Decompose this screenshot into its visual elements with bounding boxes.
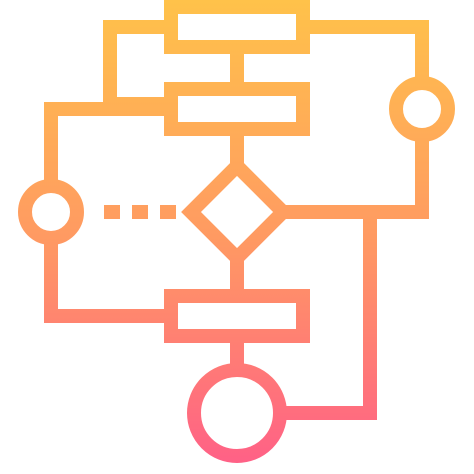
terminal-circle-bottom: [187, 363, 287, 463]
connector-line: [283, 135, 429, 219]
connector-line: [44, 102, 171, 186]
dash-segment: [160, 205, 176, 219]
dash-segment: [132, 205, 148, 219]
process-box-top: [164, 0, 310, 54]
connector-line: [280, 212, 377, 420]
connector-circle-left: [18, 179, 84, 245]
connector-circle-right: [389, 76, 455, 142]
dashed-connector: [104, 205, 176, 219]
connector-line: [303, 20, 429, 83]
decision-diamond: [181, 156, 293, 268]
process-box-bottom: [164, 289, 310, 343]
dash-segment: [104, 205, 120, 219]
process-box-second: [164, 82, 310, 136]
connector-line: [103, 20, 171, 111]
connector-line: [44, 238, 171, 323]
